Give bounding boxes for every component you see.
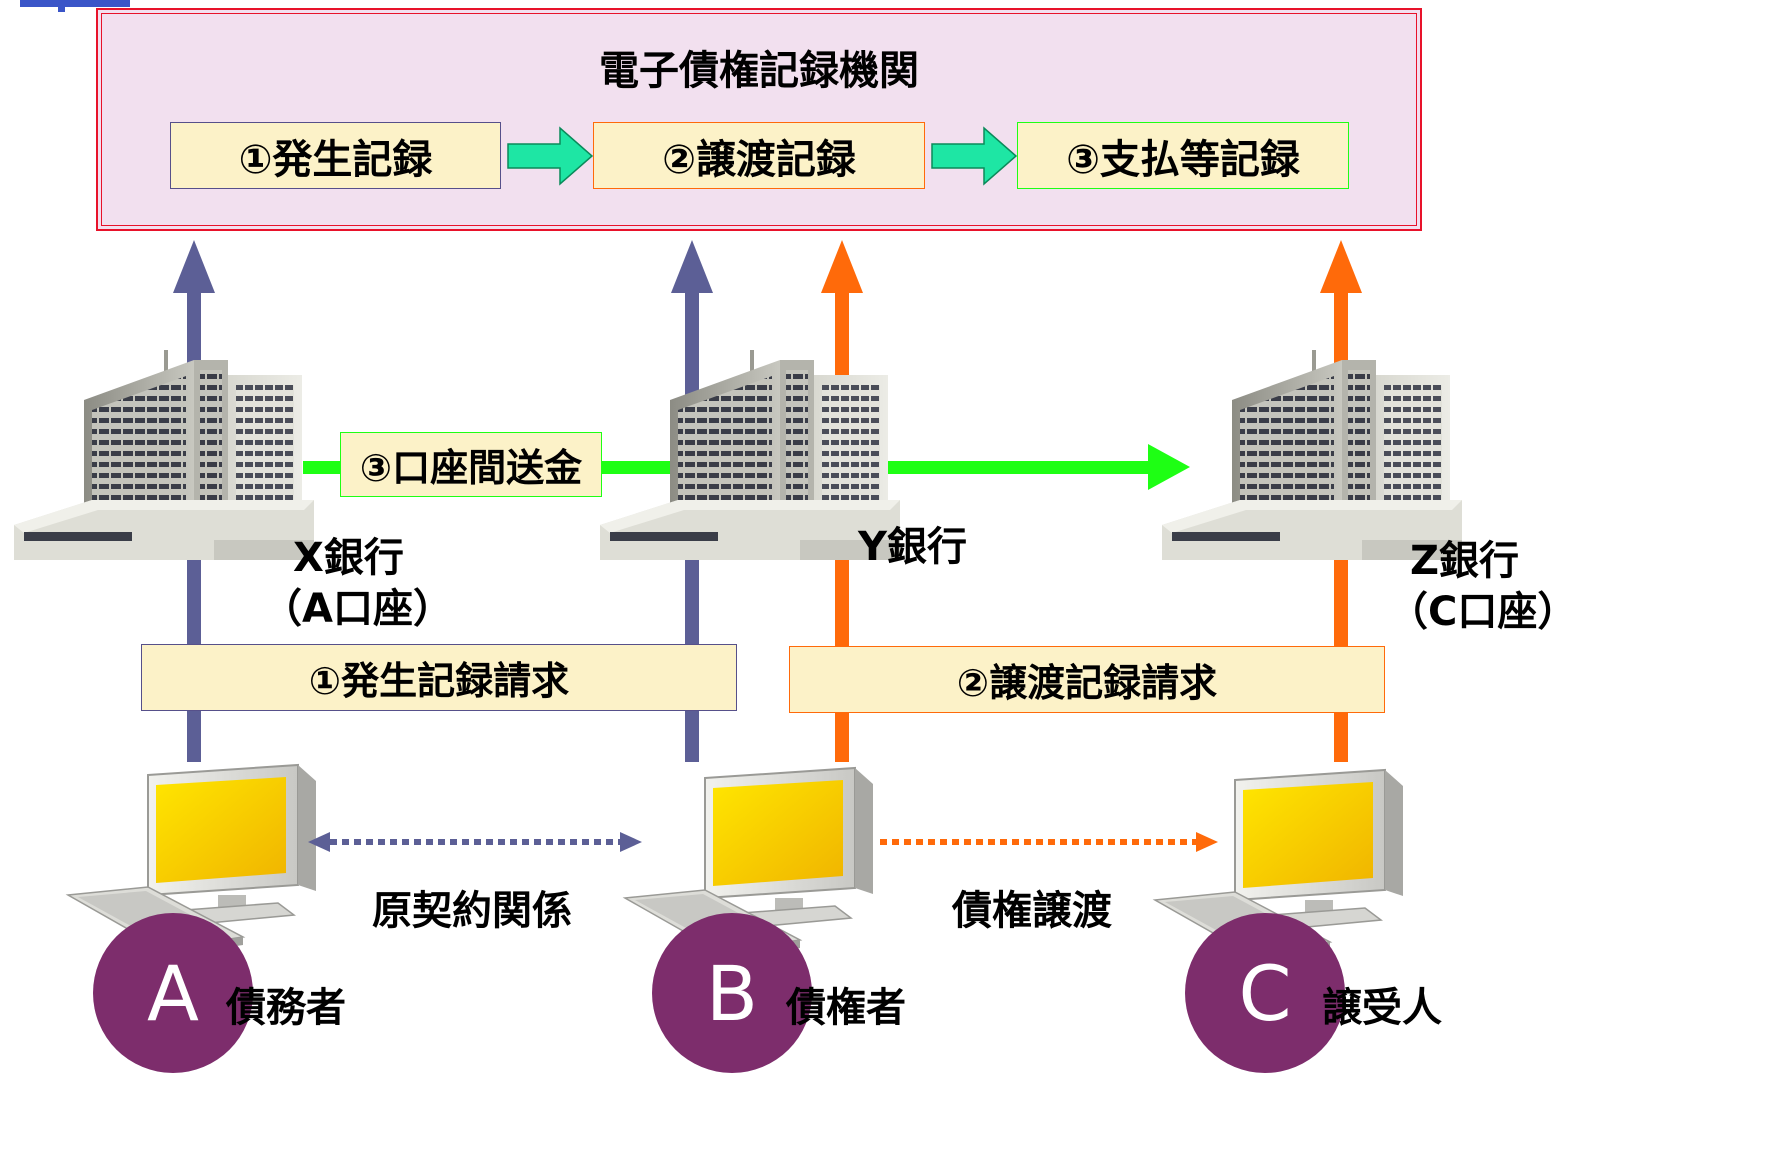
step-arrow-2-icon	[931, 126, 1018, 186]
step-issue-record: ①発生記録	[170, 122, 501, 189]
party-b-role: 債権者	[786, 985, 906, 1031]
assignment-relation-label: 債権譲渡	[952, 888, 1112, 934]
contract-relation-arrow	[308, 832, 642, 852]
party-c-circle: C	[1185, 913, 1345, 1073]
party-b-circle: B	[652, 913, 812, 1073]
recording-institution-box	[96, 8, 1422, 231]
transfer-label: ③口座間送金	[340, 432, 602, 497]
party-c-letter: C	[1238, 948, 1292, 1038]
contract-relation-label: 原契約関係	[372, 888, 572, 934]
bank-z-account: （C口座）	[1388, 589, 1578, 635]
transfer-record-request: ②譲渡記録請求	[789, 646, 1385, 713]
assignment-relation-arrow	[880, 832, 1218, 852]
party-c-role: 譲受人	[1322, 985, 1442, 1031]
party-b-letter: B	[705, 948, 759, 1038]
institution-title: 電子債権記録機関	[599, 48, 919, 94]
bank-y-name: Y銀行	[858, 524, 967, 570]
party-a-letter: A	[147, 948, 199, 1038]
bank-y-building-icon	[600, 350, 900, 560]
step-payment-record: ③支払等記録	[1017, 122, 1349, 189]
bank-z-name: Z銀行	[1410, 538, 1520, 584]
step-arrows	[507, 126, 1018, 186]
step-arrow-1-icon	[507, 126, 594, 186]
issue-record-request: ①発生記録請求	[141, 644, 737, 711]
corner-marker	[20, 0, 130, 7]
bank-x-account: （A口座）	[262, 586, 453, 632]
bank-x-building-icon	[14, 350, 314, 560]
party-a-role: 債務者	[226, 985, 346, 1031]
step-transfer-record: ②譲渡記録	[593, 122, 925, 189]
party-a-circle: A	[93, 913, 253, 1073]
bank-x-name: X銀行	[293, 535, 404, 581]
